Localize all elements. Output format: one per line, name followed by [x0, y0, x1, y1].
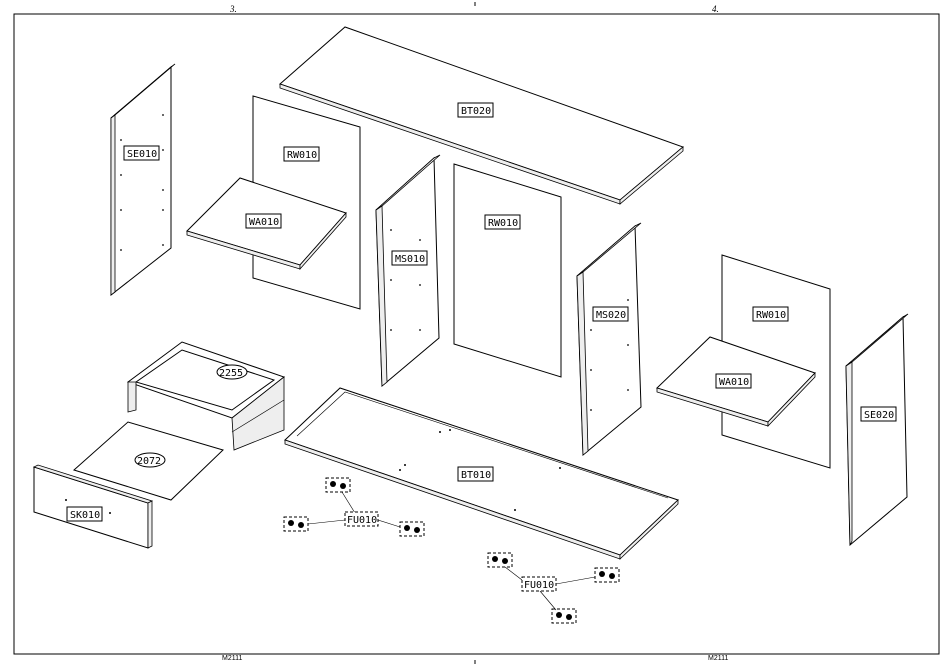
part-rw010-center: RW010: [454, 164, 561, 377]
part-se010: SE010: [111, 64, 175, 295]
label-wa010-right: WA010: [719, 377, 749, 388]
foot-right-top: [488, 553, 512, 567]
label-rw010-right: RW010: [756, 310, 786, 321]
part-fu010-left: FU010: [284, 478, 424, 536]
page-number-right: 4.: [712, 4, 719, 14]
part-se020: SE020: [846, 314, 908, 545]
label-sk010: SK010: [70, 510, 100, 521]
label-drawer-frame: 2255: [219, 368, 243, 379]
foot-left-left: [284, 517, 308, 531]
foot-right-bottom: [552, 609, 576, 623]
label-fu010-left: FU010: [347, 515, 377, 526]
foot-right-right: [595, 568, 619, 582]
label-ms010: MS010: [395, 254, 425, 265]
part-fu010-right: FU010: [488, 553, 619, 623]
label-rw010-left: RW010: [287, 150, 317, 161]
footer-code-right: M2111: [708, 655, 728, 662]
part-ms010: MS010: [376, 155, 440, 386]
label-rw010-center: RW010: [488, 218, 518, 229]
label-ms020: MS020: [596, 310, 626, 321]
label-se010: SE010: [127, 149, 157, 160]
label-bt020: BT020: [461, 106, 491, 117]
page-number-left: 3.: [229, 4, 237, 14]
footer-code-left: M2111: [222, 655, 242, 662]
label-wa010-left: WA010: [249, 217, 279, 228]
label-drawer-bottom: 2072: [137, 456, 161, 467]
label-bt010: BT010: [461, 470, 491, 481]
label-fu010-right: FU010: [524, 580, 554, 591]
foot-left-top: [326, 478, 350, 492]
part-ms020: MS020: [577, 223, 641, 455]
label-se020: SE020: [864, 410, 894, 421]
foot-left-right: [400, 522, 424, 536]
